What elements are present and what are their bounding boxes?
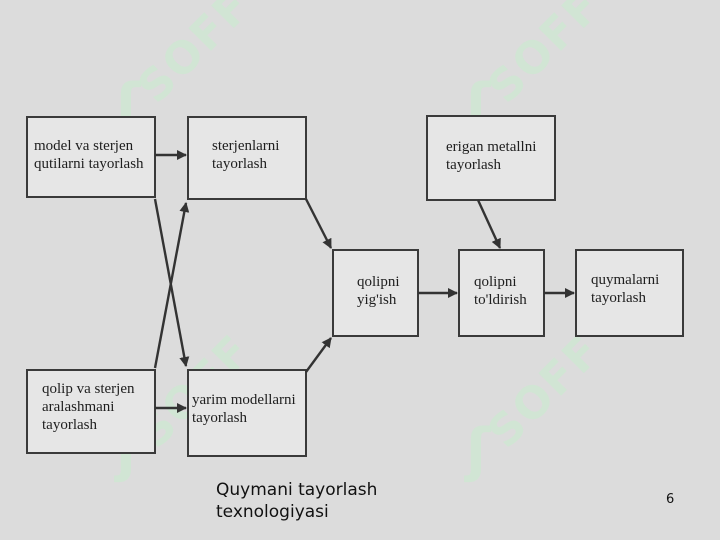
label-toldirish: qolipni to'ldirish xyxy=(474,274,527,308)
box-yigish xyxy=(332,249,419,337)
label-quymalar: quymalarni tayorlash xyxy=(591,272,660,306)
label-qolip-aralash: qolip va sterjen aralashmani tayorlash xyxy=(42,381,135,433)
box-qolip-aralash xyxy=(26,369,156,454)
label-sterjen: sterjenlarni tayorlash xyxy=(212,138,280,172)
box-metall xyxy=(426,115,556,201)
label-model: model va sterjen qutilarni tayorlash xyxy=(34,138,144,172)
box-toldirish xyxy=(458,249,545,337)
arrow-metall-to-toldirish xyxy=(476,199,502,249)
box-model xyxy=(26,116,156,198)
box-sterjen xyxy=(187,116,307,200)
arrow-sterjen-to-yigish xyxy=(304,198,333,249)
label-metall: erigan metallni tayorlash xyxy=(446,139,537,173)
arrow-yarim-to-yigish xyxy=(305,337,332,373)
box-yarim xyxy=(187,369,307,457)
label-yigish: qolipni yig'ish xyxy=(357,274,400,308)
arrow-qolip-to-sterjen xyxy=(153,202,190,369)
slide-caption: Quymani tayorlash texnologiyasi xyxy=(216,480,378,522)
page-number: 6 xyxy=(666,492,675,507)
label-yarim: yarim modellarni tayorlash xyxy=(192,392,296,426)
box-quymalar xyxy=(575,249,684,337)
